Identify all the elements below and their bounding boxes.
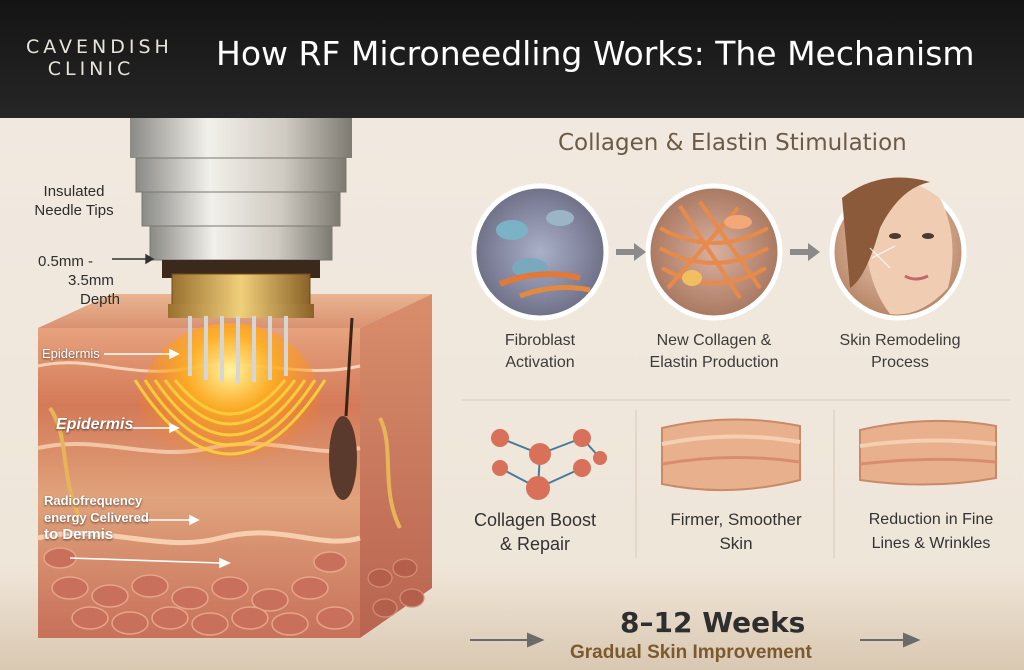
rf-line-3: to Dermis [44, 526, 114, 543]
benefit-collagen-boost: Collagen Boost & Repair [450, 508, 620, 556]
benefit-firmer-skin: Firmer, Smoother Skin [646, 508, 826, 556]
step-3-line-2: Process [871, 354, 929, 371]
needle-label-line-1: Insulated [43, 183, 105, 200]
step-collagen-label: New Collagen & Elastin Production [629, 330, 799, 374]
benefit-fine-lines: Reduction in Fine Lines & Wrinkles [846, 508, 1016, 556]
page-title: How RF Microneedling Works: The Mechanis… [216, 34, 975, 73]
step-1-line-2: Activation [505, 354, 575, 371]
depth-line-2: 3.5mm [68, 272, 114, 289]
face-circle [829, 177, 967, 321]
benefit-3-line-1: Reduction in Fine [868, 511, 994, 528]
microneedle-handpiece [130, 118, 352, 318]
rf-line-1: Radiofrequency [44, 493, 143, 508]
benefit-3-line-2: Lines & Wrinkles [871, 535, 991, 552]
rf-line-2: energy Celivered [44, 510, 149, 525]
timeline-weeks: 8–12 Weeks [620, 606, 806, 639]
firm-skin-icon [661, 418, 801, 492]
step-2-line-2: Elastin Production [649, 354, 779, 371]
collagen-circle [645, 183, 783, 321]
step-remodeling-label: Skin Remodeling Process [815, 330, 985, 374]
rf-energy-label: Radiofrequency energy Celivered to Dermi… [44, 492, 149, 543]
reduced-lines-icon [859, 419, 997, 486]
benefit-2-line-2: Skin [719, 534, 753, 553]
clinic-logo: CAVENDISH CLINIC [26, 36, 173, 80]
fibroblast-circle [471, 183, 609, 321]
header-bar: CAVENDISH CLINIC How RF Microneedling Wo… [0, 0, 1024, 118]
stimulation-title: Collagen & Elastin Stimulation [558, 130, 907, 156]
depth-label: 0.5mm - 3.5mm Depth [30, 252, 130, 309]
benefit-1-line-1: Collagen Boost [473, 510, 597, 530]
skin-block-illustration [37, 294, 432, 638]
needle-label-line-2: Needle Tips [34, 202, 114, 219]
needle-array [188, 316, 288, 384]
depth-line-3: Depth [80, 291, 121, 308]
infographic-art [0, 118, 1024, 670]
epidermis-label-mid: Epidermis [56, 416, 134, 433]
brand-line-1: CAVENDISH [26, 36, 173, 58]
step-3-line-1: Skin Remodeling [839, 332, 961, 349]
step-fibroblast-label: Fibroblast Activation [455, 330, 625, 374]
benefit-1-line-2: & Repair [499, 534, 571, 554]
depth-line-1: 0.5mm - [38, 253, 94, 270]
collagen-molecule-icon [491, 429, 607, 500]
infographic-body: Insulated Needle Tips 0.5mm - 3.5mm Dept… [0, 118, 1024, 670]
epidermis-label-top: Epidermis [42, 346, 100, 361]
needle-tips-label: Insulated Needle Tips [26, 182, 122, 220]
benefit-2-line-1: Firmer, Smoother [670, 510, 802, 529]
timeline-subtitle: Gradual Skin Improvement [570, 642, 812, 663]
step-1-line-1: Fibroblast [504, 332, 576, 349]
step-2-line-1: New Collagen & [656, 332, 772, 349]
brand-line-2: CLINIC [47, 58, 135, 80]
